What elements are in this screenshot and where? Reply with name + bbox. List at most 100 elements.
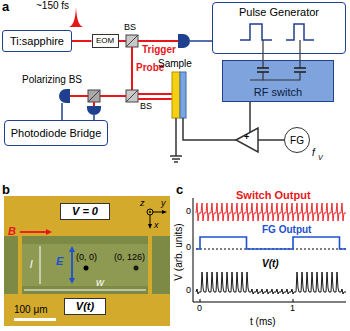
x-axis bbox=[193, 302, 346, 303]
wire bbox=[262, 60, 263, 68]
laser-beam bbox=[72, 40, 92, 42]
tick-label: 0 bbox=[197, 304, 202, 314]
reflected-beam bbox=[138, 98, 172, 100]
photodiode bbox=[178, 34, 190, 48]
photodiode bbox=[59, 89, 70, 103]
field-name: B bbox=[8, 225, 16, 237]
sample-substrate bbox=[172, 72, 180, 118]
ground-symbol bbox=[174, 161, 178, 163]
probe-spot bbox=[84, 266, 89, 271]
axis-name: z bbox=[140, 199, 145, 209]
dimension-name: w bbox=[96, 276, 104, 288]
reflected-beam bbox=[100, 95, 126, 97]
laser-pulse bbox=[68, 7, 84, 27]
coax-cable bbox=[183, 118, 236, 140]
panel-letter: c bbox=[176, 183, 183, 197]
dimension-line bbox=[24, 290, 146, 291]
frequency-subscript: V bbox=[318, 154, 323, 162]
arrowhead bbox=[148, 224, 152, 229]
part-name: Sample bbox=[158, 58, 192, 69]
wire bbox=[263, 72, 300, 80]
beam-splitter-face bbox=[88, 90, 100, 102]
ground-symbol bbox=[172, 158, 180, 160]
trace-name: FG Output bbox=[262, 224, 311, 235]
gold-electrode bbox=[4, 196, 170, 326]
contact-strip bbox=[18, 236, 22, 294]
part-name: Polarizing BS bbox=[22, 74, 82, 85]
pulse-width: ~150 fs bbox=[36, 0, 69, 11]
dimension-line bbox=[40, 246, 41, 284]
amplifier-sign: + bbox=[244, 133, 249, 143]
wire bbox=[250, 72, 263, 80]
node-text: RF switch bbox=[254, 86, 302, 98]
pulse-icon bbox=[286, 24, 314, 40]
tick-label: 0 bbox=[186, 286, 191, 296]
modulator-box: EOM bbox=[92, 34, 119, 48]
field-arrow bbox=[20, 231, 48, 233]
beam bbox=[118, 40, 126, 42]
wire bbox=[61, 103, 63, 120]
node-text: FG bbox=[290, 135, 304, 146]
trace-name: V(t) bbox=[262, 258, 279, 269]
voltage-box: V(t) bbox=[64, 298, 106, 315]
arrowhead bbox=[46, 229, 52, 235]
arrowhead bbox=[69, 246, 75, 252]
measurement-area bbox=[22, 244, 148, 286]
node-text: Ti:sapphire bbox=[10, 35, 64, 47]
generator-box: Pulse Generator bbox=[212, 2, 346, 54]
node-text: Pulse Generator bbox=[239, 6, 319, 18]
arrowhead bbox=[69, 278, 75, 284]
node-text: V(t) bbox=[76, 300, 94, 312]
ground-wire bbox=[175, 118, 177, 156]
tick-label: 1 bbox=[290, 304, 295, 314]
beam-name: Trigger bbox=[142, 44, 176, 55]
coordinate: (0, 0) bbox=[76, 253, 97, 263]
probe-beam bbox=[131, 47, 133, 90]
tick-label: 0 bbox=[186, 243, 191, 253]
beam bbox=[93, 102, 95, 106]
wire bbox=[299, 40, 300, 68]
contact-strip bbox=[148, 236, 152, 294]
scale-label: 100 μm bbox=[14, 304, 48, 315]
axis-name: y bbox=[161, 199, 166, 209]
frequency-symbol: f bbox=[312, 147, 315, 158]
capacitor bbox=[294, 67, 306, 69]
field-name: E bbox=[56, 255, 63, 267]
trigger-beam bbox=[138, 40, 178, 42]
node-text: EOM bbox=[96, 37, 114, 46]
probe-beam bbox=[138, 93, 172, 95]
wire bbox=[258, 139, 284, 141]
switch-box: RF switch bbox=[222, 60, 334, 102]
tick-label: 0 bbox=[186, 207, 191, 217]
generator-circle: FG bbox=[284, 127, 310, 153]
field-arrow bbox=[71, 250, 73, 280]
device-channel bbox=[4, 236, 170, 294]
part-name: BS bbox=[124, 23, 136, 33]
voltage-box: V = 0 bbox=[60, 203, 110, 220]
switch-fill bbox=[222, 60, 334, 102]
wire bbox=[262, 40, 263, 54]
capacitor bbox=[257, 67, 269, 69]
trigger-wire bbox=[190, 40, 212, 42]
arrowhead bbox=[162, 210, 167, 214]
laser-box: Ti:sapphire bbox=[2, 30, 72, 52]
switch-output-trace bbox=[196, 203, 346, 221]
beam-splitter bbox=[126, 35, 138, 47]
ground-symbol bbox=[170, 155, 182, 157]
panel-letter: b bbox=[2, 183, 10, 197]
fg-output-trace bbox=[196, 237, 346, 249]
panel-letter: a bbox=[2, 0, 9, 14]
beam-splitter-face bbox=[126, 90, 138, 102]
axis-title: t (ms) bbox=[250, 316, 276, 327]
y-axis bbox=[193, 198, 194, 302]
axis-title: V (arb. units) bbox=[173, 223, 184, 280]
amplifier bbox=[236, 128, 258, 152]
dimension-name: l bbox=[30, 258, 32, 270]
tick bbox=[200, 299, 201, 302]
photodiode bbox=[87, 106, 101, 115]
beam bbox=[70, 95, 88, 97]
node-text: V = 0 bbox=[72, 205, 98, 217]
beam-splitter bbox=[126, 90, 138, 102]
axis-out-of-page bbox=[149, 211, 151, 213]
